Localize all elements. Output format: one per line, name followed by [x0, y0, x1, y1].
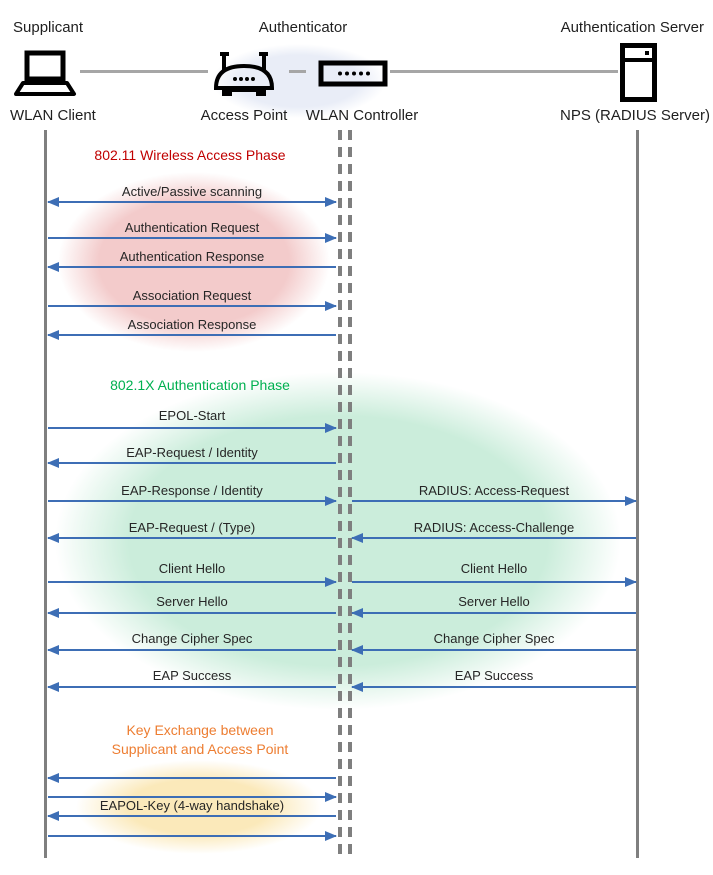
- arrowhead-right-icon: [325, 301, 337, 311]
- lifeline-dashed-left: [338, 130, 342, 858]
- message-label: Server Hello: [156, 594, 228, 609]
- key-exchange-phase-ellipse: [76, 760, 322, 854]
- connector-controller-server: [390, 70, 618, 73]
- message-label: EAP-Response / Identity: [121, 483, 263, 498]
- message-label: RADIUS: Access-Request: [418, 483, 570, 498]
- message-arrow-right-8: [352, 496, 637, 506]
- message-arrow-left-6: [47, 458, 336, 468]
- connector-client-ap: [80, 70, 208, 73]
- arrowhead-right-icon: [325, 233, 337, 243]
- message-arrow-left-10: [351, 533, 636, 543]
- arrowhead-right-icon: [625, 577, 637, 587]
- arrowhead-right-icon: [625, 496, 637, 506]
- message-label: Authentication Request: [124, 220, 260, 235]
- message-label: Change Cipher Spec: [131, 631, 253, 646]
- phase-title-key-exchange: Key Exchange between Supplicant and Acce…: [70, 721, 330, 759]
- message-label: EAP Success: [152, 668, 232, 683]
- message-label: Change Cipher Spec: [433, 631, 555, 646]
- arrowhead-left-icon: [47, 330, 59, 340]
- arrowhead-left-icon: [47, 262, 59, 272]
- device-wlan-client: WLAN Client: [10, 107, 96, 124]
- connector-ap-controller: [289, 70, 306, 73]
- arrowhead-right-icon: [325, 577, 337, 587]
- message-arrow-right-22: [48, 831, 337, 841]
- role-authentication-server: Authentication Server: [560, 19, 704, 36]
- role-supplicant: Supplicant: [13, 19, 84, 36]
- message-arrow-left-17: [47, 682, 336, 692]
- message-arrow-left-2: [47, 262, 336, 272]
- access-point-icon: [210, 46, 278, 102]
- arrowhead-right-icon: [325, 831, 337, 841]
- message-label: EAPOL-Key (4-way handshake): [99, 798, 285, 813]
- message-label: EAP-Request / Identity: [126, 445, 258, 460]
- message-arrow-left-15: [47, 645, 336, 655]
- arrowhead-left-icon: [47, 533, 59, 543]
- message-arrow-right-11: [48, 577, 337, 587]
- arrowhead-left-icon: [47, 811, 59, 821]
- arrowhead-right-icon: [325, 423, 337, 433]
- message-arrow-left-14: [351, 608, 636, 618]
- arrowhead-left-icon: [351, 608, 363, 618]
- message-label: Association Request: [132, 288, 252, 303]
- message-label: EAP-Request / (Type): [128, 520, 256, 535]
- phase-title-key-exchange-line1: Key Exchange between: [126, 722, 274, 738]
- arrowhead-left-icon: [351, 533, 363, 543]
- message-label: EAP Success: [454, 668, 534, 683]
- phase-title-key-exchange-line2: Supplicant and Access Point: [111, 741, 289, 757]
- message-label: Active/Passive scanning: [121, 184, 263, 199]
- phase-title-dot1x-authentication: 802.1X Authentication Phase: [110, 377, 290, 393]
- phase-title-wireless-access: 802.11 Wireless Access Phase: [94, 147, 286, 163]
- arrowhead-left-icon: [47, 682, 59, 692]
- message-arrow-left-18: [351, 682, 636, 692]
- message-arrow-right-20: [48, 792, 337, 802]
- message-arrow-both-0: [47, 197, 337, 207]
- device-nps-radius-server: NPS (RADIUS Server): [559, 107, 711, 124]
- lifeline-radius-server: [636, 130, 639, 858]
- arrowhead-left-icon: [47, 608, 59, 618]
- arrowhead-left-icon: [351, 682, 363, 692]
- message-label: Client Hello: [460, 561, 528, 576]
- message-arrow-left-13: [47, 608, 336, 618]
- arrowhead-right-icon: [325, 792, 337, 802]
- arrowhead-left-icon: [47, 645, 59, 655]
- message-arrow-right-12: [352, 577, 637, 587]
- arrowhead-left-icon: [47, 458, 59, 468]
- message-arrow-left-21: [47, 811, 336, 821]
- message-arrow-right-1: [48, 233, 337, 243]
- message-arrow-left-16: [351, 645, 636, 655]
- server-icon: [620, 43, 657, 102]
- message-label: Association Response: [127, 317, 257, 332]
- message-label: Authentication Response: [119, 249, 265, 264]
- device-wlan-controller: WLAN Controller: [305, 107, 419, 124]
- arrowhead-right-icon: [325, 197, 337, 207]
- message-arrow-left-4: [47, 330, 336, 340]
- message-label: Server Hello: [458, 594, 530, 609]
- laptop-icon: [10, 50, 78, 98]
- arrowhead-left-icon: [47, 773, 59, 783]
- message-arrow-right-5: [48, 423, 337, 433]
- lifeline-dashed-right: [348, 130, 352, 858]
- message-arrow-right-3: [48, 301, 337, 311]
- message-label: RADIUS: Access-Challenge: [413, 520, 575, 535]
- arrowhead-left-icon: [351, 645, 363, 655]
- role-authenticator: Authenticator: [258, 19, 348, 36]
- wlan-controller-icon: [318, 60, 388, 87]
- message-label: Client Hello: [158, 561, 226, 576]
- message-arrow-left-9: [47, 533, 336, 543]
- message-arrow-left-19: [47, 773, 336, 783]
- message-label: EPOL-Start: [158, 408, 226, 423]
- lifeline-wlan-client: [44, 130, 47, 858]
- arrowhead-right-icon: [325, 496, 337, 506]
- arrowhead-left-icon: [47, 197, 59, 207]
- message-arrow-right-7: [48, 496, 337, 506]
- device-access-point: Access Point: [200, 107, 288, 124]
